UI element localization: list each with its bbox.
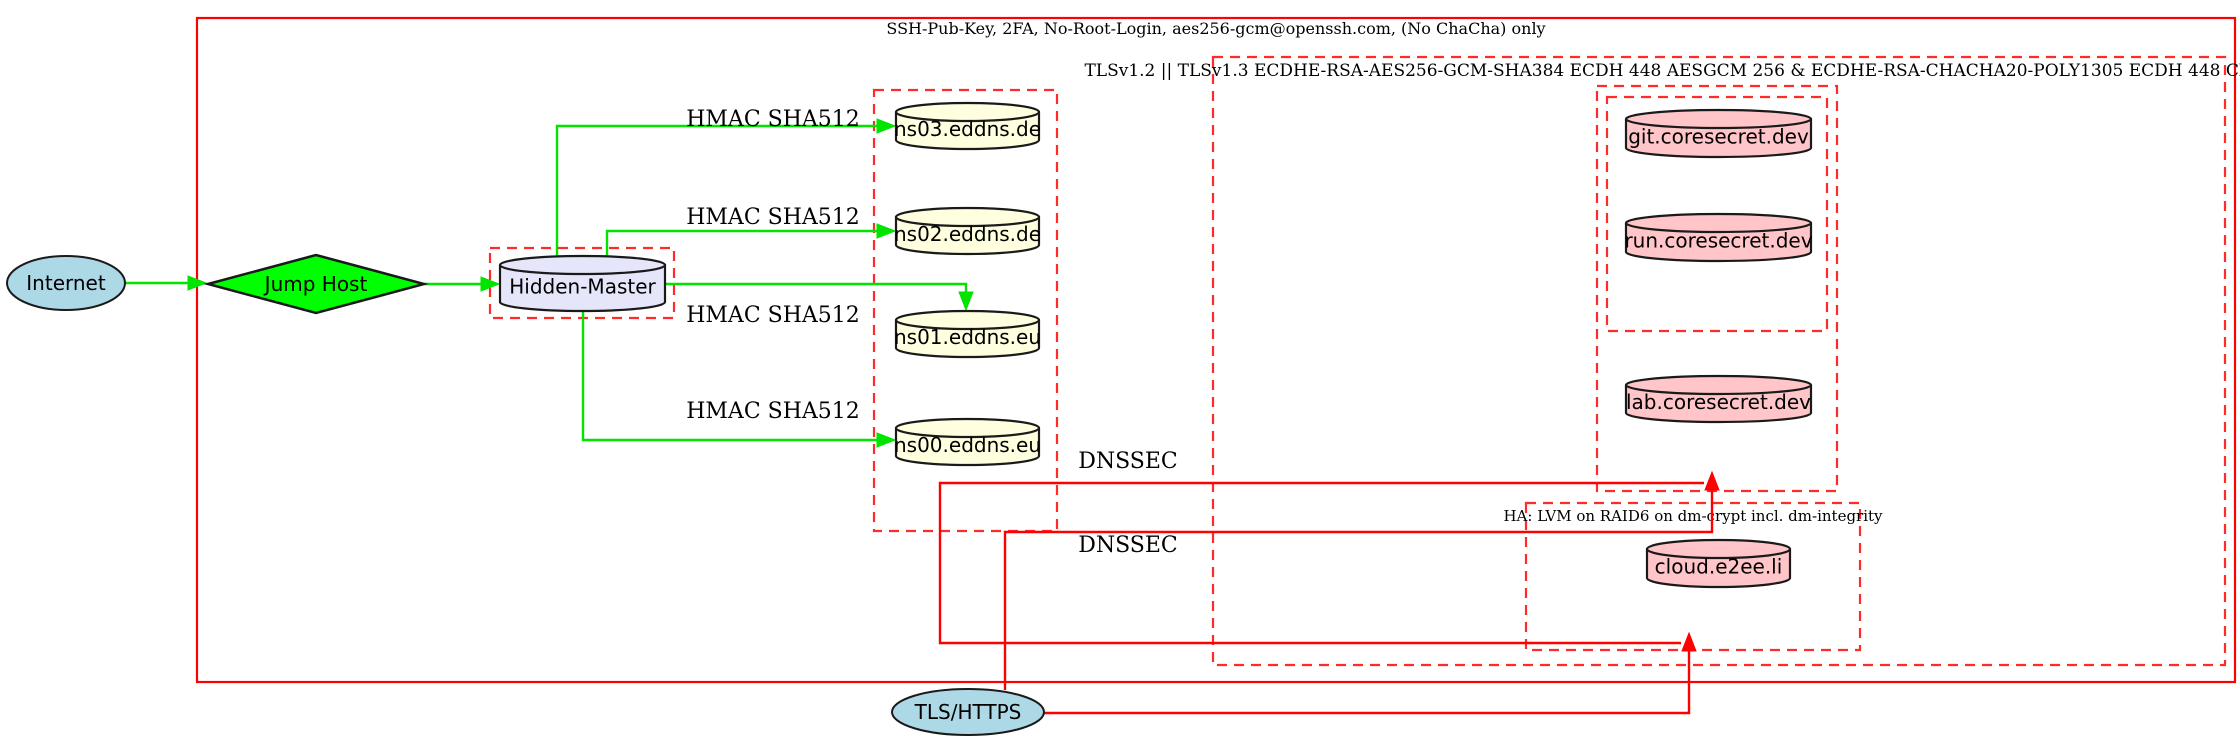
- node-lab: lab.coresecret.dev: [1624, 374, 1813, 424]
- node-tls-https: TLS/HTTPS: [891, 688, 1045, 736]
- node-shape-ns03: [894, 101, 1041, 151]
- edge-label-hmac-ns00: HMAC SHA512: [686, 399, 860, 424]
- node-git: git.coresecret.dev: [1624, 108, 1813, 159]
- edge-label-hmac-ns03: HMAC SHA512: [686, 107, 860, 132]
- arrowhead-hiddenmaster-to-ns00: [876, 432, 897, 448]
- node-lid-lab: [1624, 384, 1813, 396]
- edge-label-hmac-ns01: HMAC SHA512: [686, 303, 860, 328]
- arrowhead-hiddenmaster-to-ns02: [876, 223, 897, 239]
- edge-label-dnssec-2: DNSSEC: [1078, 533, 1178, 558]
- cluster-tls-ciphers: [1211, 55, 2227, 667]
- node-lid-git: [1624, 118, 1813, 130]
- node-cloud: cloud.e2ee.li: [1645, 538, 1792, 589]
- arrowhead-hiddenmaster-to-ns03: [876, 118, 897, 134]
- node-shape-ns01: [894, 309, 1041, 359]
- node-label-tls-https: TLS/HTTPS: [914, 700, 1022, 724]
- node-label-cloud: cloud.e2ee.li: [1655, 555, 1783, 579]
- node-shape-git: [1624, 108, 1813, 159]
- arrowhead-jumphost-to-hiddenmaster: [480, 276, 501, 292]
- node-lid-cloud: [1645, 548, 1792, 560]
- node-shape-hidden-master: [498, 254, 667, 313]
- node-lid-run: [1624, 222, 1813, 234]
- node-shape-cloud: [1645, 538, 1792, 589]
- node-shape-internet: [6, 255, 126, 311]
- edge-hiddenmaster-to-ns03: [555, 124, 881, 258]
- node-hidden-master: Hidden-Master: [498, 254, 667, 313]
- node-shape-jump-host: [203, 253, 429, 315]
- node-run: run.coresecret.dev: [1624, 212, 1813, 263]
- node-jump-host: Jump Host: [203, 253, 429, 315]
- node-ns02: ns02.eddns.de: [894, 206, 1041, 256]
- node-internet: Internet: [6, 255, 126, 311]
- node-shape-lab: [1624, 374, 1813, 424]
- cluster-label-outer-ssh: SSH-Pub-Key, 2FA, No-Root-Login, aes256-…: [886, 19, 1545, 38]
- node-ns01: ns01.eddns.eu: [894, 309, 1041, 359]
- cluster-label-tls-ciphers: TLSv1.2 || TLSv1.3 ECDHE-RSA-AES256-GCM-…: [1084, 61, 2240, 81]
- node-label-git: git.coresecret.dev: [1628, 125, 1809, 149]
- cluster-label-ha-raid: HA: LVM on RAID6 on dm-crypt incl. dm-in…: [1503, 507, 1883, 525]
- cluster-outer-ssh: [195, 16, 2237, 684]
- node-label-ns01: ns01.eddns.eu: [894, 325, 1041, 349]
- node-lid-hidden-master: [498, 264, 667, 276]
- node-shape-tls-https: [891, 688, 1045, 736]
- node-ns03: ns03.eddns.de: [894, 101, 1041, 151]
- cluster-coresecret-outer: [1595, 84, 1839, 493]
- edge-label-hmac-ns02: HMAC SHA512: [686, 205, 860, 230]
- node-lid-ns01: [894, 319, 1041, 331]
- arrowhead-tlshttps-to-ha: [1681, 631, 1697, 652]
- node-label-lab: lab.coresecret.dev: [1626, 390, 1811, 414]
- node-shape-run: [1624, 212, 1813, 263]
- node-shape-ns00: [894, 417, 1041, 467]
- node-label-run: run.coresecret.dev: [1624, 229, 1812, 253]
- node-label-jump-host: Jump Host: [263, 272, 368, 296]
- edge-hiddenmaster-to-ns02: [605, 229, 881, 258]
- node-label-internet: Internet: [26, 271, 106, 295]
- node-lid-ns03: [894, 111, 1041, 123]
- edge-dnssec-to-coresecret: [938, 481, 1704, 645]
- arrowhead-tlshttps-to-coresecret: [1704, 470, 1720, 491]
- edge-label-dnssec-1: DNSSEC: [1078, 449, 1178, 474]
- edge-tlshttps-to-ha: [1044, 650, 1691, 715]
- edge-tlshttps-to-coresecret: [1003, 490, 1714, 690]
- cluster-coresecret-inner: [1605, 95, 1829, 333]
- node-lid-ns00: [894, 427, 1041, 439]
- node-label-ns03: ns03.eddns.de: [894, 117, 1041, 141]
- cluster-nameservers: [872, 88, 1059, 533]
- node-shape-ns02: [894, 206, 1041, 256]
- edge-hiddenmaster-to-ns00: [581, 310, 881, 442]
- node-lid-ns02: [894, 216, 1041, 228]
- arrowhead-hiddenmaster-to-ns01: [958, 291, 974, 312]
- arrowhead-internet-to-jumphost: [187, 275, 208, 291]
- node-label-hidden-master: Hidden-Master: [509, 275, 656, 299]
- node-ns00: ns00.eddns.eu: [894, 417, 1041, 467]
- node-label-ns00: ns00.eddns.eu: [894, 433, 1041, 457]
- node-label-ns02: ns02.eddns.de: [894, 222, 1041, 246]
